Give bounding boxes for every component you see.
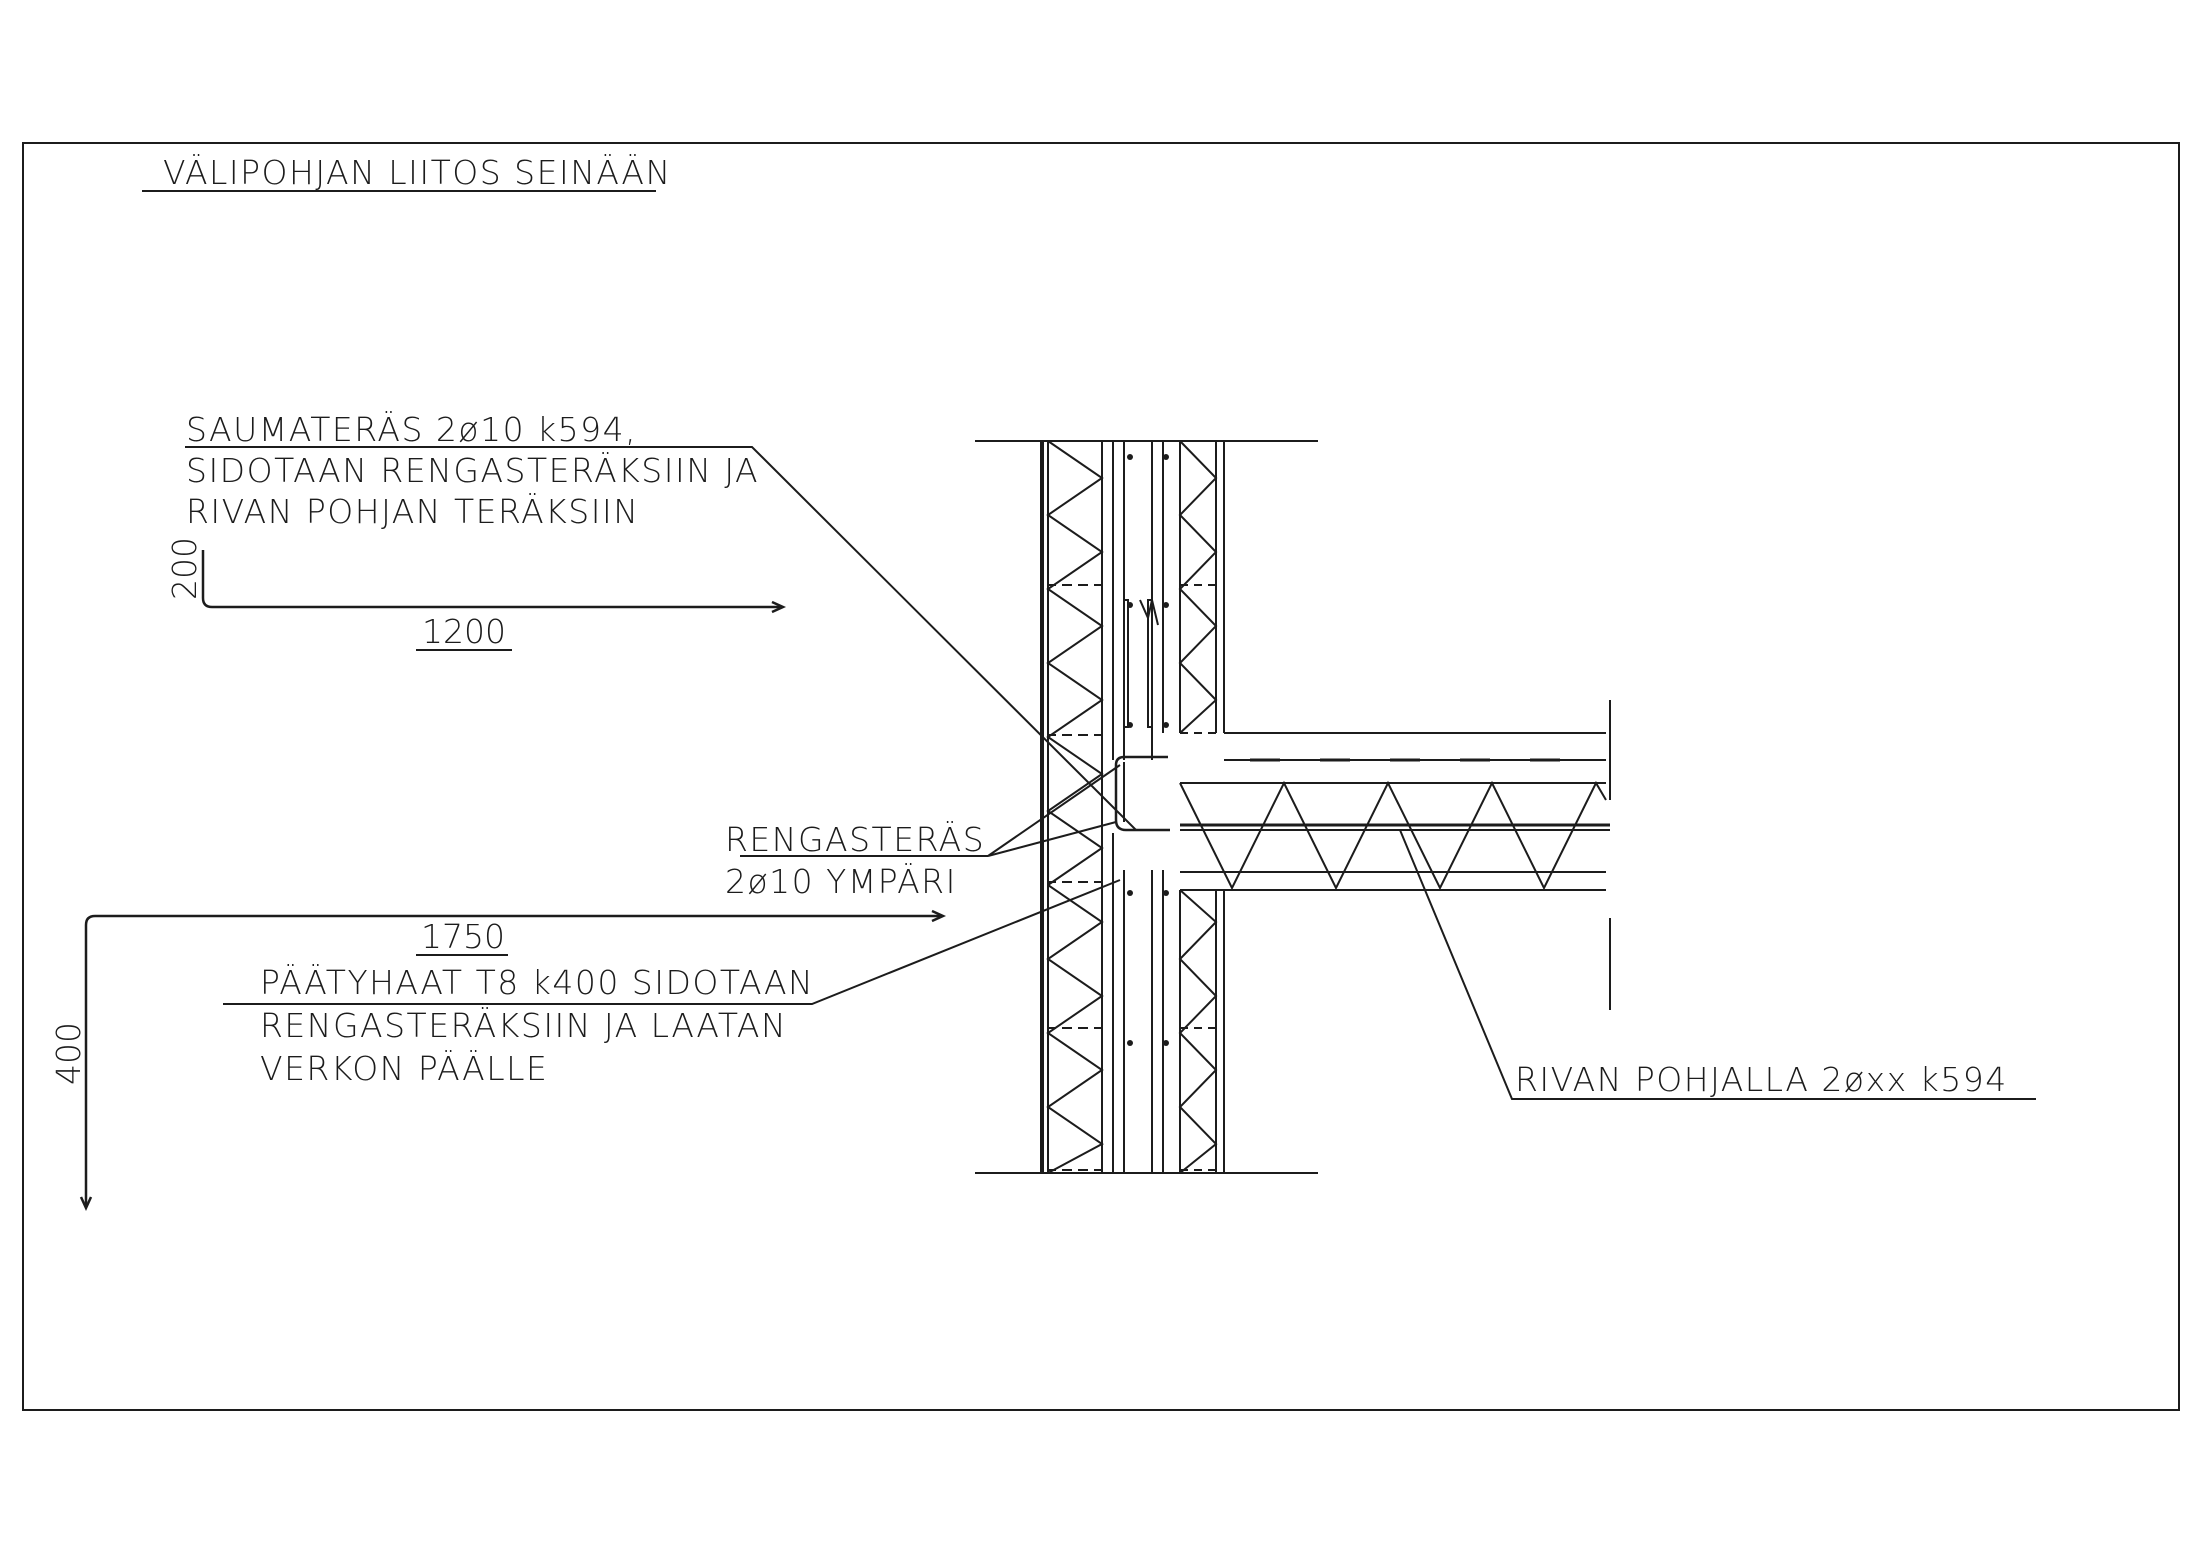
callout-paatyhaat: PÄÄTYHAAT T8 k400 SIDOTAAN RENGASTERÄKSI… bbox=[223, 879, 1121, 1088]
callout-rengasteras-line-2: 2ø10 YMPÄRI bbox=[725, 862, 957, 901]
wall-section bbox=[975, 440, 1318, 1174]
wall-inner-insulation-zigzag-upper bbox=[1178, 440, 1218, 734]
rebar-dot bbox=[1127, 1040, 1133, 1046]
sheet-frame bbox=[22, 142, 2180, 1411]
bar-shape-1-length-label: 1200 bbox=[422, 612, 506, 651]
bar-shape-1: 200 1200 bbox=[165, 537, 787, 651]
wall-tie-right bbox=[1147, 599, 1152, 728]
callout-paatyhaat-line-3: VERKON PÄÄLLE bbox=[260, 1049, 548, 1088]
callout-rengasteras-line-1: RENGASTERÄS bbox=[725, 820, 985, 859]
drawing-title: VÄLIPOHJAN LIITOS SEINÄÄN bbox=[163, 153, 672, 192]
callout-rengasteras-leader-2 bbox=[987, 821, 1117, 857]
bar-shape-1-arrow bbox=[771, 600, 787, 614]
slab-rib-zigzag bbox=[1179, 780, 1607, 891]
wall-inner-insulation-zigzag-lower bbox=[1178, 889, 1218, 1174]
callout-rivan-pohjalla: RIVAN POHJALLA 2øxx k594 bbox=[1399, 829, 2036, 1100]
rebar-dot bbox=[1163, 602, 1169, 608]
callout-saumateras-line-3: RIVAN POHJAN TERÄKSIIN bbox=[186, 492, 639, 531]
wall-rebar-dots bbox=[1127, 454, 1169, 1046]
rebar-dot bbox=[1163, 890, 1169, 896]
callout-rivan-pohjalla-line-1: RIVAN POHJALLA 2øxx k594 bbox=[1515, 1060, 2008, 1099]
wall-joint-ticks bbox=[1048, 584, 1216, 1171]
rebar-dot bbox=[1163, 454, 1169, 460]
rebar-dot bbox=[1127, 722, 1133, 728]
bar-shape-2: 1750 400 bbox=[49, 909, 947, 1212]
rebar-dot bbox=[1127, 890, 1133, 896]
floor-slab bbox=[1114, 700, 1611, 1010]
rebar-dot bbox=[1163, 722, 1169, 728]
bar-shape-2-arrow-right bbox=[931, 909, 947, 923]
rebar-dot bbox=[1127, 602, 1133, 608]
bar-shape-1-line bbox=[201, 550, 780, 609]
bar-shape-2-line bbox=[84, 914, 940, 1205]
wall-tie-zig bbox=[1139, 599, 1159, 626]
callout-saumateras-line-1: SAUMATERÄS 2ø10 k594, bbox=[186, 410, 637, 449]
callout-saumateras-line-2: SIDOTAAN RENGASTERÄKSIIN JA bbox=[186, 451, 759, 490]
callout-saumateras: SAUMATERÄS 2ø10 k594, SIDOTAAN RENGASTER… bbox=[185, 410, 1137, 831]
callout-paatyhaat-line-1: PÄÄTYHAAT T8 k400 SIDOTAAN bbox=[260, 963, 814, 1002]
callout-rivan-pohjalla-leader bbox=[1399, 829, 2036, 1100]
bar-shape-1-leg-label: 200 bbox=[165, 537, 204, 600]
callout-paatyhaat-line-2: RENGASTERÄKSIIN JA LAATAN bbox=[260, 1006, 787, 1045]
wall-tie-connector bbox=[1124, 599, 1159, 728]
bar-shape-2-length-label: 1750 bbox=[421, 917, 505, 956]
rebar-dot bbox=[1163, 1040, 1169, 1046]
bar-shape-2-leg-label: 400 bbox=[49, 1022, 88, 1085]
ring-bar-loop bbox=[1114, 755, 1170, 832]
wall-outer-insulation-zigzag-upper bbox=[1046, 440, 1104, 886]
callout-rengasteras: RENGASTERÄS 2ø10 YMPÄRI bbox=[725, 764, 1121, 901]
rebar-dot bbox=[1127, 454, 1133, 460]
callout-paatyhaat-leader bbox=[223, 879, 1121, 1005]
callout-rengasteras-leader-1 bbox=[987, 764, 1121, 857]
bar-shape-2-arrow-down bbox=[79, 1196, 93, 1212]
callout-saumateras-leader bbox=[185, 446, 1137, 831]
wall-tie-left bbox=[1124, 599, 1129, 728]
wall-outer-insulation-zigzag-lower bbox=[1046, 884, 1104, 1174]
